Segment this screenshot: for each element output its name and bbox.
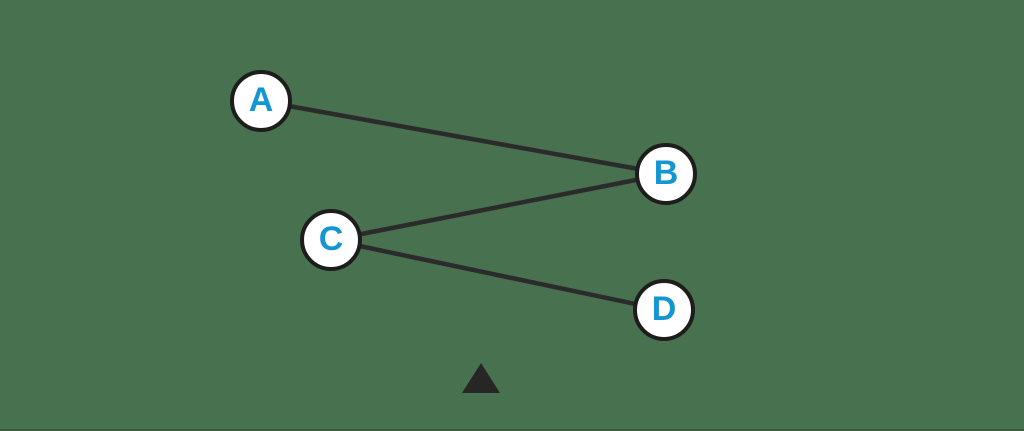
edge-c-d bbox=[328, 237, 667, 313]
edge-a-b bbox=[258, 98, 669, 177]
node-d-label: D bbox=[651, 290, 677, 328]
node-b-label: B bbox=[653, 154, 679, 192]
node-a-label: A bbox=[248, 81, 274, 119]
node-a: A bbox=[230, 70, 292, 132]
bottom-edge-line bbox=[0, 429, 1024, 431]
triangle-up-marker bbox=[462, 363, 500, 393]
node-b: B bbox=[635, 143, 697, 205]
node-c: C bbox=[300, 209, 362, 271]
node-d: D bbox=[633, 279, 695, 341]
node-c-label: C bbox=[318, 220, 344, 258]
edge-b-c bbox=[328, 171, 669, 243]
